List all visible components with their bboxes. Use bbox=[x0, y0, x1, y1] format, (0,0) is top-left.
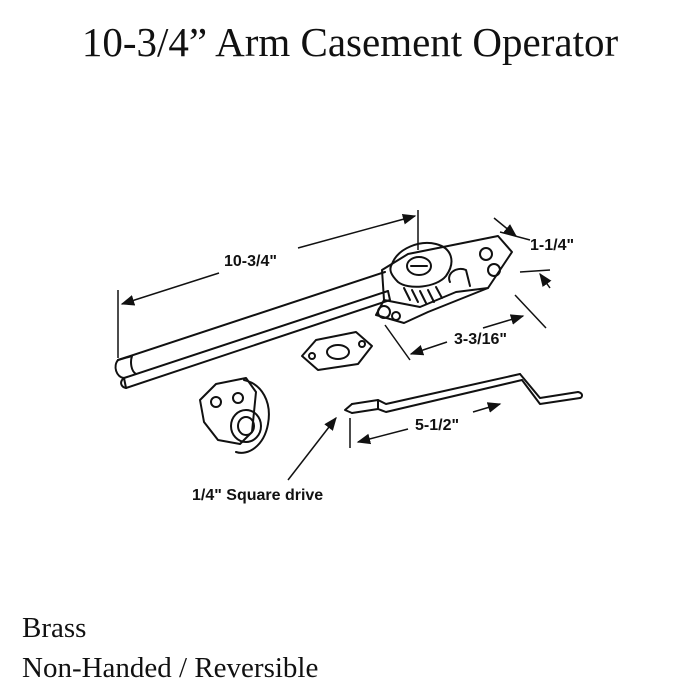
operator-arm bbox=[114, 271, 391, 389]
dim-base-width: 1-1/4" bbox=[530, 237, 574, 254]
mounting-plate bbox=[301, 331, 373, 371]
handing-label: Non-Handed / Reversible bbox=[22, 652, 319, 684]
operator-housing bbox=[375, 235, 513, 324]
dim-square-drive: 1/4" Square drive bbox=[192, 487, 323, 504]
dim-base-length: 3-3/16" bbox=[454, 331, 507, 348]
crank-handle bbox=[344, 373, 584, 414]
dim-arm-length: 10-3/4" bbox=[224, 253, 277, 270]
material-label: Brass bbox=[22, 612, 87, 644]
bracket bbox=[199, 377, 270, 454]
dim-crank-length: 5-1/2" bbox=[415, 417, 459, 434]
product-title: 10-3/4” Arm Casement Operator bbox=[81, 19, 619, 65]
